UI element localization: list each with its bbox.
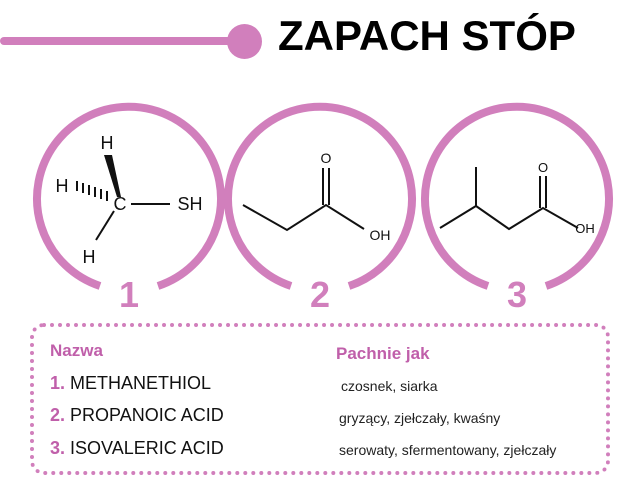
- molecule-1-ring: [33, 102, 225, 290]
- header-name: Nazwa: [50, 341, 103, 360]
- row-number: 3.: [50, 438, 66, 458]
- molecule-2-ring: [224, 102, 416, 290]
- row-name-text: ISOVALERIC ACID: [70, 438, 224, 458]
- molecule-2-number: 2: [310, 274, 330, 315]
- page-title: ZAPACH STÓP: [278, 12, 576, 59]
- info-table: [30, 323, 610, 475]
- row-number: 2.: [50, 405, 66, 425]
- header-smell: Pachnie jak: [336, 344, 430, 363]
- atom-h-top: H: [101, 133, 114, 153]
- wedge-bond: [104, 155, 121, 197]
- molecule-2: 2 O OH: [224, 102, 416, 315]
- molecule-1: 1 H H H C SH: [33, 102, 225, 315]
- molecule-1-number: 1: [119, 274, 139, 315]
- row-name-text: PROPANOIC ACID: [70, 405, 224, 425]
- atom-h-left: H: [56, 176, 69, 196]
- table-row-smell: gryzący, zjełczały, kwaśny: [339, 410, 501, 426]
- atom-oh: OH: [575, 221, 595, 236]
- table-row-name: 1. METHANETHIOL: [50, 373, 211, 394]
- atom-h-bottom: H: [83, 247, 96, 267]
- molecule-3: 3 O OH: [421, 102, 613, 315]
- table-row-name: 3. ISOVALERIC ACID: [50, 438, 224, 459]
- title-accent-dot: [227, 24, 262, 59]
- row-number: 1.: [50, 373, 66, 393]
- row-name-text: METHANETHIOL: [70, 373, 212, 393]
- hash-bond: [76, 181, 108, 201]
- carbon-chain: [439, 204, 579, 231]
- molecule-3-ring: [421, 102, 613, 290]
- atom-sh: SH: [177, 194, 202, 214]
- table-row-smell: czosnek, siarka: [341, 378, 438, 394]
- molecule-3-number: 3: [507, 274, 527, 315]
- table-row-name: 2. PROPANOIC ACID: [50, 405, 224, 426]
- atom-oh: OH: [370, 227, 391, 243]
- carbon-chain: [242, 203, 365, 232]
- molecule-diagrams: 1 H H H C SH 2 O OH 3 O: [33, 102, 613, 315]
- table-row-smell: serowaty, sfermentowany, zjełczały: [339, 442, 557, 458]
- atom-oxygen: O: [538, 160, 548, 175]
- atom-oxygen: O: [321, 150, 332, 166]
- atom-carbon: C: [114, 194, 127, 214]
- title-accent-bar: [0, 37, 250, 45]
